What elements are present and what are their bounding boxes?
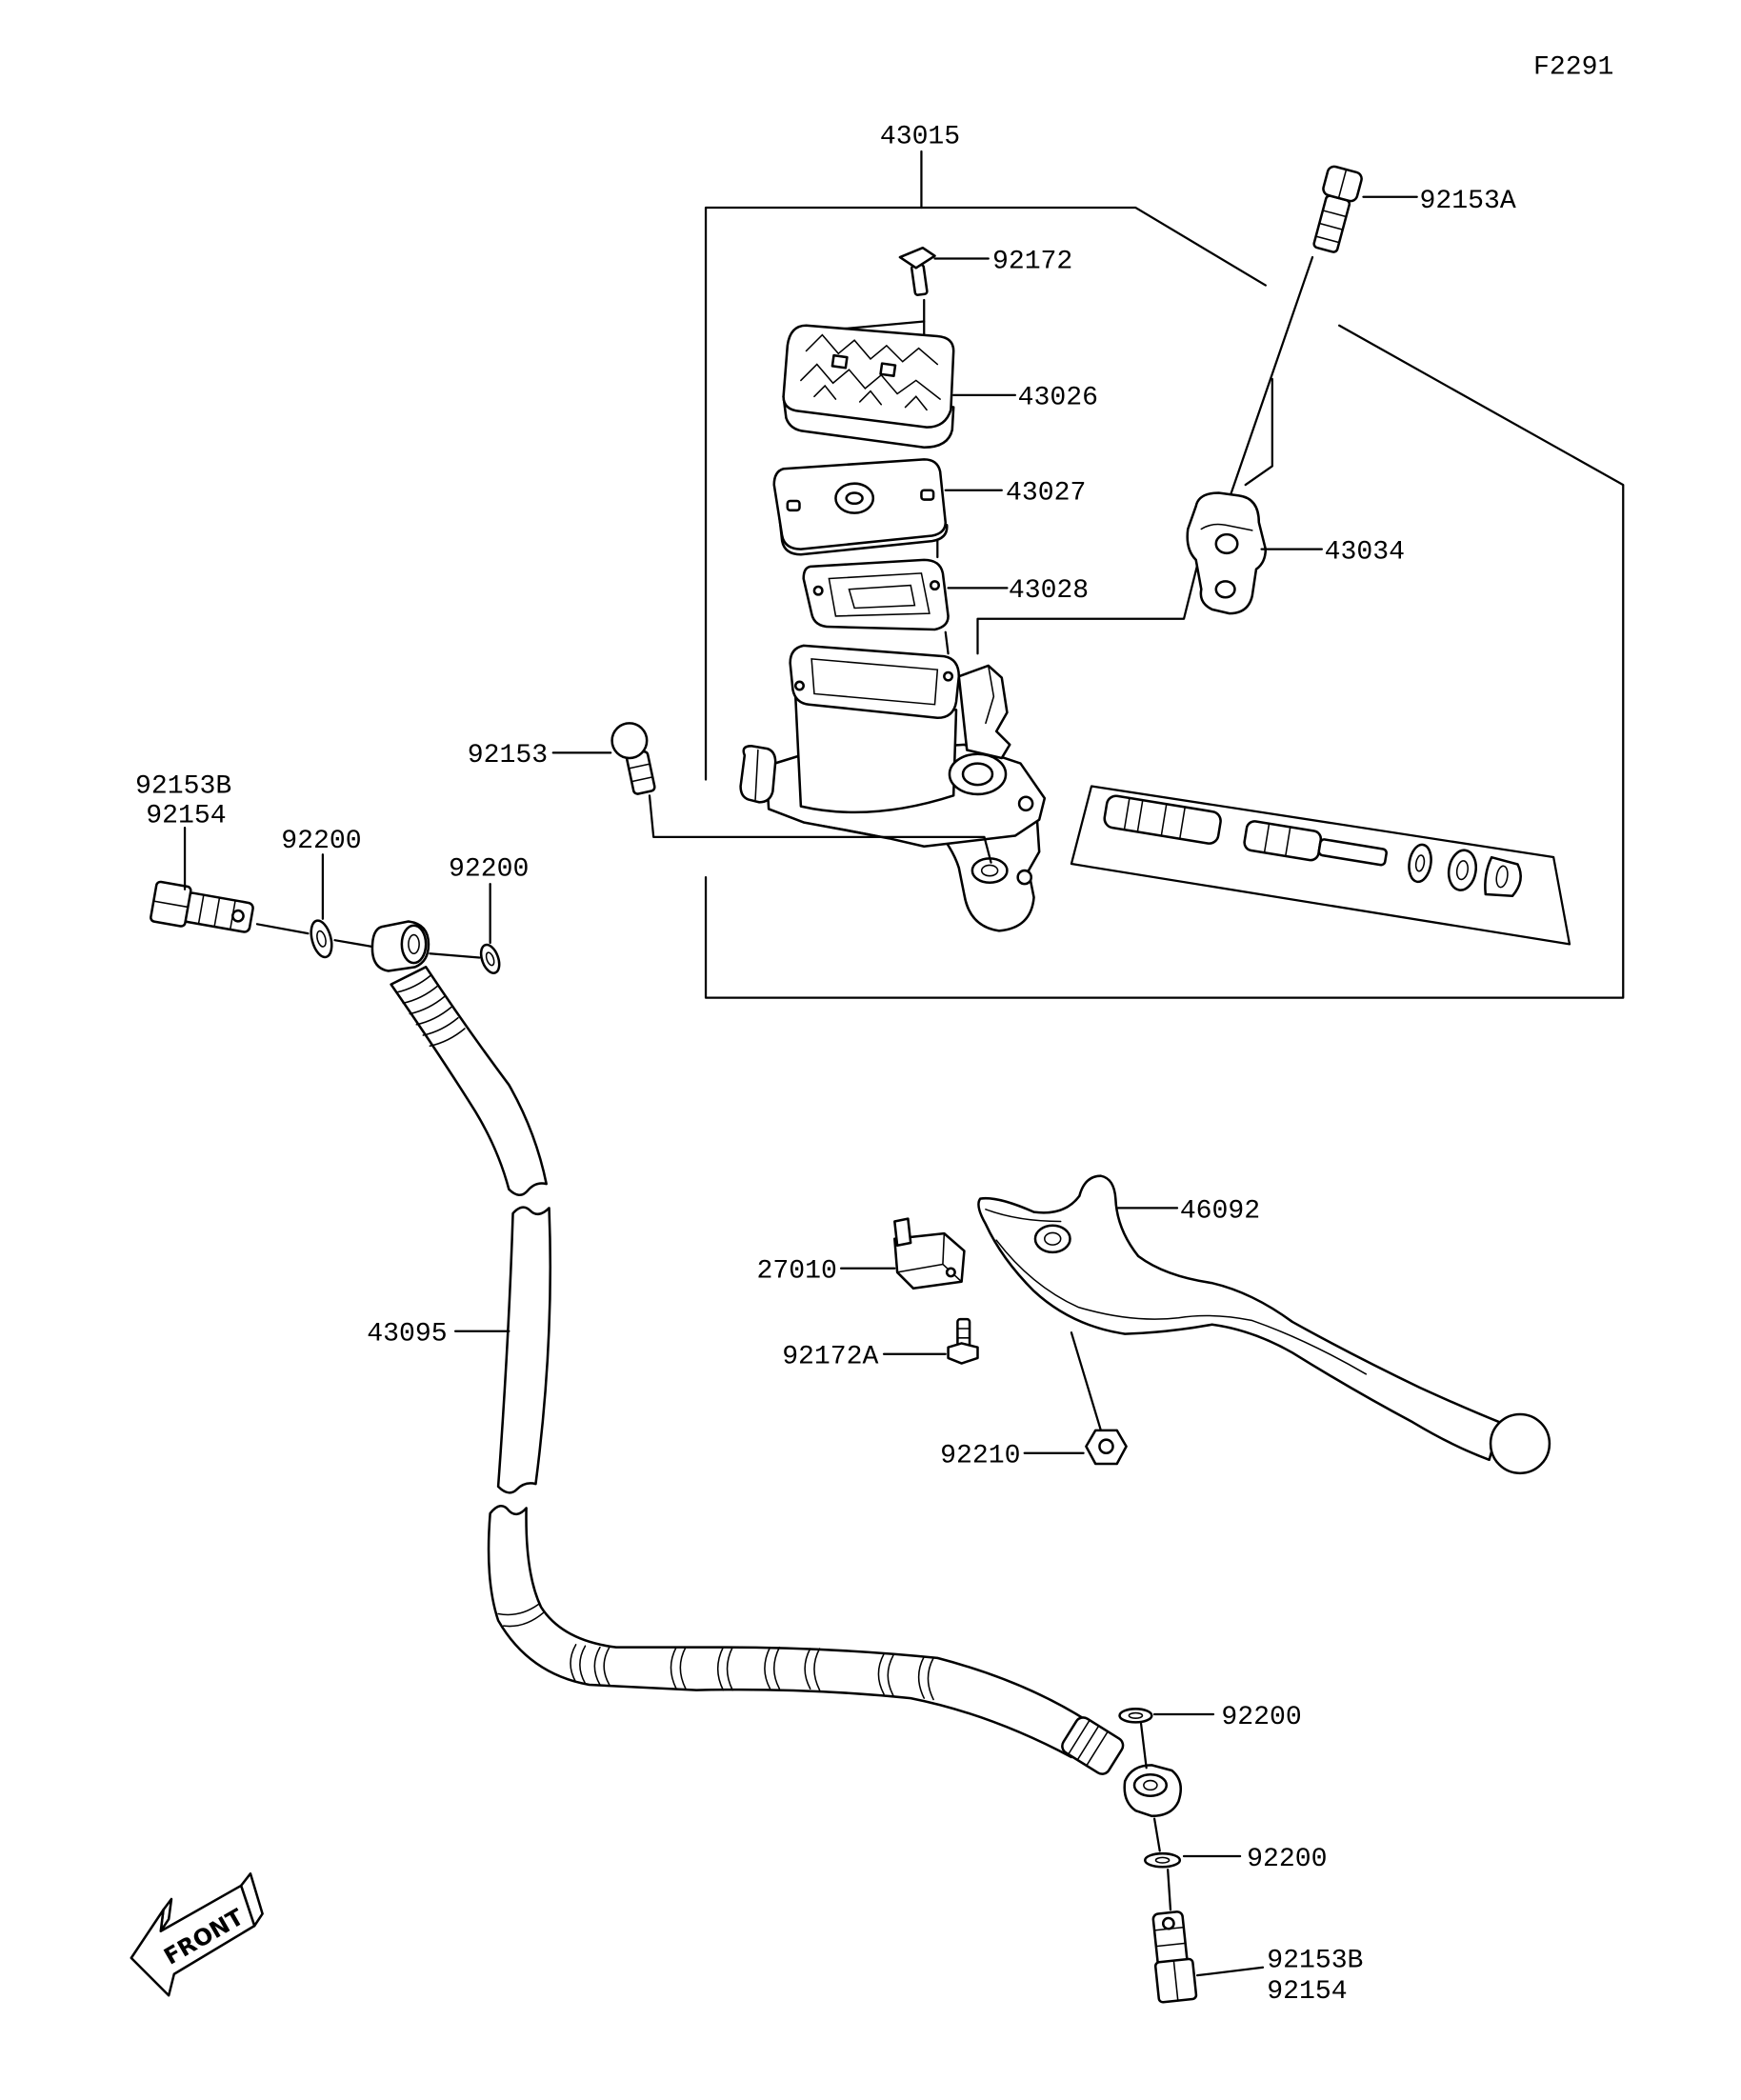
diaphragm-drawing xyxy=(802,558,1009,655)
callout-43095: 43095 xyxy=(367,1320,447,1350)
lever-switch-drawing xyxy=(839,1217,966,1290)
washer-upper-right-drawing xyxy=(429,883,501,974)
callout-92153b-lower: 92153B xyxy=(1267,1947,1363,1976)
callout-43026: 43026 xyxy=(1018,384,1098,413)
master-cylinder-assembly-outline xyxy=(704,150,1625,999)
washer-upper-left-drawing xyxy=(310,853,375,959)
callout-92153b-upper: 92153B xyxy=(135,772,231,802)
callout-92153: 92153 xyxy=(468,741,548,770)
washer-lower-top-drawing xyxy=(1118,1708,1215,1770)
callout-92200-lower-top: 92200 xyxy=(1221,1703,1301,1732)
callout-43028: 43028 xyxy=(1009,576,1089,606)
washer-lower-bottom-drawing xyxy=(1143,1817,1242,1911)
brake-hose-drawing xyxy=(370,920,1182,1818)
front-arrow: FRONT xyxy=(130,1872,264,1997)
fitting-bolt-lower-drawing xyxy=(1151,1910,1265,2004)
fitting-bolt-upper-drawing xyxy=(150,826,310,935)
piston-kit-drawing xyxy=(1070,785,1571,946)
reservoir-cap-drawing xyxy=(782,324,1016,449)
master-cylinder-body-drawing xyxy=(739,558,1200,932)
diagram-code: F2291 xyxy=(1533,52,1613,82)
clutch-lever-drawing xyxy=(977,1174,1551,1475)
callout-92172a: 92172A xyxy=(782,1343,878,1372)
bolt-92153a-drawing xyxy=(1228,165,1418,500)
callout-92200-lower-bottom: 92200 xyxy=(1247,1845,1327,1874)
callout-92172: 92172 xyxy=(992,247,1072,276)
callout-43034: 43034 xyxy=(1325,537,1405,567)
screw-92172a-drawing xyxy=(882,1317,979,1365)
handlebar-clamp-drawing xyxy=(1186,491,1323,615)
banjo-bolt-92153-drawing xyxy=(551,722,992,864)
callout-43015: 43015 xyxy=(880,123,960,152)
callout-43027: 43027 xyxy=(1006,479,1086,509)
callout-92153a: 92153A xyxy=(1420,187,1516,216)
nut-92210-drawing xyxy=(1023,1429,1128,1466)
callout-92154-upper: 92154 xyxy=(146,801,226,830)
callout-46092: 46092 xyxy=(1180,1196,1260,1226)
callout-92200-upper-left: 92200 xyxy=(281,827,361,856)
callout-27010: 27010 xyxy=(756,1257,836,1287)
callout-92154-lower: 92154 xyxy=(1267,1977,1347,2007)
callout-92210: 92210 xyxy=(940,1442,1020,1471)
reservoir-plate-drawing xyxy=(772,458,1003,559)
callout-92200-upper-right: 92200 xyxy=(449,855,529,885)
